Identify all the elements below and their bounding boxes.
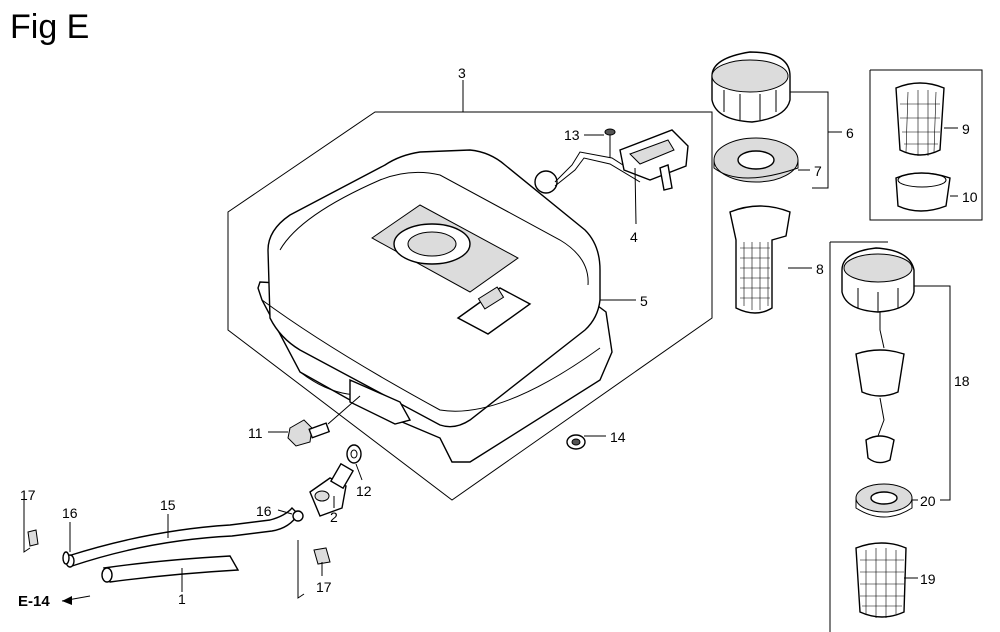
fuel-valve <box>309 462 355 517</box>
strainer-mesh <box>895 82 945 156</box>
cap-seal <box>855 483 913 518</box>
cap-nut <box>566 434 586 450</box>
reference-arrow-icon <box>61 595 91 605</box>
clip-left <box>23 492 39 553</box>
strainer-box <box>869 69 983 221</box>
callout-5: 5 <box>640 293 648 309</box>
hose-clip-left <box>62 551 70 565</box>
callout-14: 14 <box>610 429 626 445</box>
callout-17-bottom: 17 <box>316 579 332 595</box>
hose-clip-right <box>292 510 304 522</box>
reference-label: E-14 <box>18 593 50 610</box>
callout-13: 13 <box>564 127 580 143</box>
fuel-tank <box>257 149 613 463</box>
callout-11: 11 <box>248 425 263 441</box>
cap-filter <box>855 542 907 618</box>
callout-7: 7 <box>814 163 822 179</box>
callout-4: 4 <box>630 229 638 245</box>
callout-18: 18 <box>954 373 970 389</box>
leader-lines <box>69 80 958 592</box>
callout-16-left: 16 <box>62 505 78 521</box>
fuel-strainer <box>729 205 791 314</box>
strainer-collar <box>895 172 951 212</box>
callout-2: 2 <box>330 509 338 525</box>
callout-19: 19 <box>920 571 936 587</box>
tank-assembly-outline <box>227 90 713 501</box>
gauge-screw <box>604 128 616 158</box>
callout-10: 10 <box>962 189 978 205</box>
valve-washer <box>346 444 362 464</box>
callout-1: 1 <box>178 591 186 607</box>
drain-bolt <box>287 395 361 447</box>
callout-6: 6 <box>846 125 854 141</box>
callout-9: 9 <box>962 121 970 137</box>
cap-gasket <box>713 137 799 183</box>
clip-bottom <box>297 540 331 599</box>
bracket-18 <box>914 285 951 501</box>
callout-16-right: 16 <box>256 503 272 519</box>
callout-12: 12 <box>356 483 372 499</box>
fuel-gauge <box>534 129 689 194</box>
callout-15: 15 <box>160 497 176 513</box>
figure-title: Fig E <box>10 8 90 46</box>
callout-3: 3 <box>458 65 466 81</box>
bracket-6 <box>790 91 829 189</box>
callout-8: 8 <box>816 261 824 277</box>
cap-retainer <box>855 312 905 464</box>
filler-cap-alt <box>841 247 915 313</box>
callout-17-left: 17 <box>20 487 36 503</box>
fuel-filler-cap <box>711 51 791 123</box>
callout-20: 20 <box>920 493 936 509</box>
